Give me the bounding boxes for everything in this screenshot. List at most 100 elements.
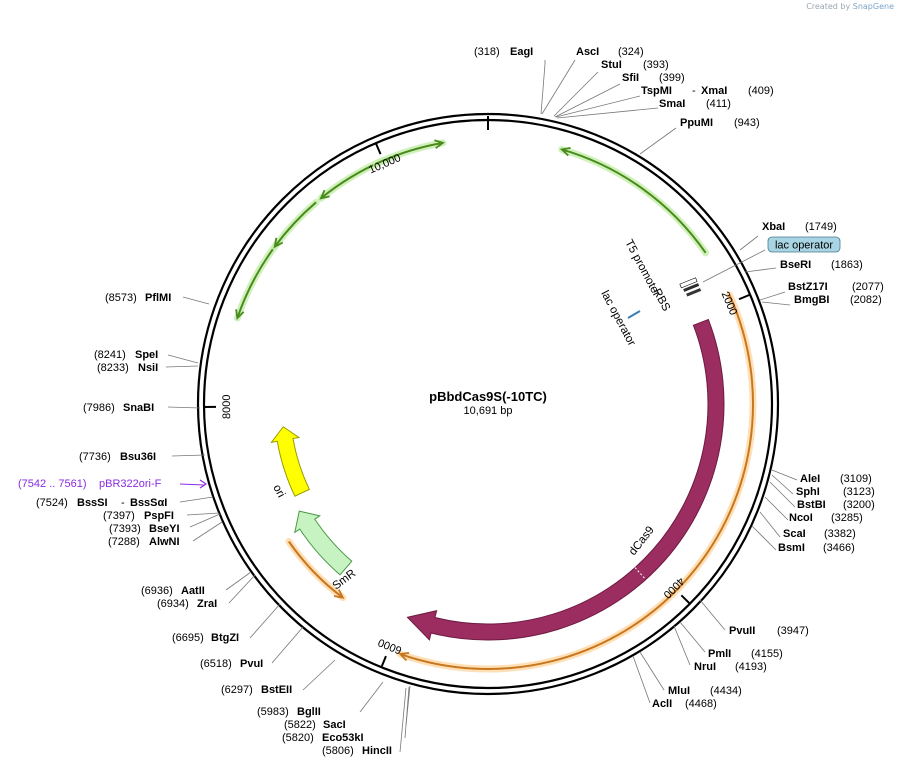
site-bseri[interactable]: BseRI: [780, 259, 811, 271]
site-ncoi-pos: (3285): [831, 512, 863, 524]
site-bseri-pos: (1863): [831, 259, 863, 271]
site-alwni-pos: (7288): [108, 536, 140, 548]
dcas9-feature[interactable]: [406, 318, 725, 641]
site-asci[interactable]: AscI: [576, 46, 599, 58]
green-track-5-head: [559, 146, 571, 157]
plasmid-name: pBbdCas9S(-10TC): [429, 389, 547, 404]
site-snabi[interactable]: SnaBI: [123, 402, 154, 414]
site-mlui[interactable]: MluI: [668, 685, 690, 697]
feature-tracks: [233, 139, 757, 673]
site-nsii-pos: (8233): [97, 362, 129, 374]
site-saci[interactable]: SacI: [323, 719, 346, 731]
site-tspmi[interactable]: TspMI: [641, 85, 672, 97]
site-ppumi-pos: (943): [734, 117, 760, 129]
green-track-5[interactable]: [561, 148, 707, 254]
site-sphi[interactable]: SphI: [796, 486, 820, 498]
primer-leader: [179, 483, 205, 486]
site-bglii-pos: (5983): [257, 706, 289, 718]
green-track-2[interactable]: [375, 141, 444, 165]
site-nsii[interactable]: NsiI: [138, 362, 158, 374]
site-xbai-pos: (1749): [805, 221, 837, 233]
site-bstbi[interactable]: BstBI: [797, 499, 826, 511]
lac-operator-label: lac operator: [598, 289, 637, 348]
smr-label: SmR: [331, 567, 359, 592]
rbs-mark: [627, 310, 641, 319]
site-bstbi-pos: (3200): [843, 499, 875, 511]
site-bseyi[interactable]: BseYI: [149, 523, 180, 535]
site-ncoi[interactable]: NcoI: [789, 512, 813, 524]
green-track-3-glow: [233, 239, 282, 322]
smr-feature[interactable]: [294, 510, 353, 576]
site-eagi[interactable]: EagI: [510, 46, 533, 58]
site-scai[interactable]: ScaI: [783, 528, 806, 540]
orange-track-2[interactable]: [288, 540, 344, 599]
green-track-2-head: [434, 139, 445, 149]
site-pvui-pos: (6518): [200, 658, 232, 670]
site-zrai[interactable]: ZraI: [197, 598, 217, 610]
site-pflmi[interactable]: PflMI: [145, 292, 171, 304]
tick-label-10000: 10,000: [367, 152, 403, 176]
site-bsssi[interactable]: BssSI: [77, 497, 108, 509]
primer-arrow: [199, 479, 208, 489]
site-pvuii[interactable]: PvuII: [729, 625, 755, 637]
rbs-label: RBS: [650, 287, 672, 314]
site-acli-pos: (4468): [685, 698, 717, 710]
site-aatii[interactable]: AatII: [181, 585, 205, 597]
orange-track-1[interactable]: [399, 294, 754, 670]
credit-brand: SnapGene: [852, 2, 894, 11]
lac-operator-box[interactable]: [767, 236, 841, 253]
site-leader-lines: [165, 59, 798, 753]
tick-label-2000: 2000: [719, 290, 740, 317]
site-spei-pos: (8241): [94, 349, 126, 361]
site-sfii[interactable]: SfiI: [622, 72, 639, 84]
site-bsmi-pos: (3466): [823, 542, 855, 554]
site-bmgbi[interactable]: BmgBI: [794, 294, 829, 306]
site-bsssai[interactable]: BssSαI: [130, 497, 167, 509]
site-pvuii-pos: (3947): [777, 625, 809, 637]
site-bstz17i[interactable]: BstZ17I: [788, 281, 828, 293]
site-pmli[interactable]: PmlI: [708, 648, 731, 660]
site-labels: (318) EagI AscI (324) StuI (393) SfiI (3…: [18, 46, 884, 757]
site-bseyi-pos: (7393): [109, 523, 141, 535]
promoter-marks: [627, 277, 702, 319]
tick-label-8000: 8000: [221, 394, 233, 419]
site-smai[interactable]: SmaI: [659, 98, 685, 110]
primer-name[interactable]: pBR322ori-F: [99, 478, 162, 490]
site-ppumi[interactable]: PpuMI: [680, 117, 713, 129]
site-eco53ki[interactable]: Eco53kI: [322, 732, 364, 744]
site-pvui[interactable]: PvuI: [240, 658, 263, 670]
site-xmai[interactable]: XmaI: [701, 85, 727, 97]
site-tspmi-pos: (409): [748, 85, 774, 97]
site-alei-pos: (3109): [840, 473, 872, 485]
site-spei[interactable]: SpeI: [135, 349, 158, 361]
site-smai-pos: (411): [706, 98, 731, 110]
site-stui[interactable]: StuI: [601, 59, 622, 71]
site-nrui[interactable]: NruI: [694, 661, 716, 673]
site-bstz17i-pos: (2077): [852, 281, 884, 293]
dcas9-divider: [634, 567, 647, 580]
site-bsteii[interactable]: BstEII: [261, 684, 292, 696]
site-hincii[interactable]: HincII: [362, 745, 392, 757]
site-btgzi-pos: (6695): [172, 632, 204, 644]
site-alwni[interactable]: AlwNI: [149, 536, 180, 548]
site-pspfi[interactable]: PspFI: [144, 510, 174, 522]
site-bsu36i[interactable]: Bsu36I: [120, 451, 156, 463]
snapgene-credit: Created by SnapGene: [806, 2, 894, 11]
site-sphi-pos: (3123): [843, 486, 875, 498]
site-bsmi[interactable]: BsmI: [778, 542, 805, 554]
site-bsssi-pos: (7524): [36, 497, 68, 509]
site-asci-pos: (324): [618, 46, 644, 58]
orange-track-1-head: [398, 652, 410, 662]
site-alei[interactable]: AleI: [800, 473, 820, 485]
green-track-1-head: [319, 189, 330, 200]
tick-6000: [380, 655, 387, 668]
green-track-3-head: [235, 309, 245, 320]
site-bsssi-sep: -: [121, 497, 125, 509]
site-bsteii-pos: (6297): [221, 684, 253, 696]
site-btgzi[interactable]: BtgZI: [211, 632, 239, 644]
site-xbai[interactable]: XbaI: [762, 221, 785, 233]
site-bglii[interactable]: BglII: [297, 706, 321, 718]
site-acli[interactable]: AclI: [652, 698, 672, 710]
ori-feature[interactable]: [270, 426, 311, 497]
